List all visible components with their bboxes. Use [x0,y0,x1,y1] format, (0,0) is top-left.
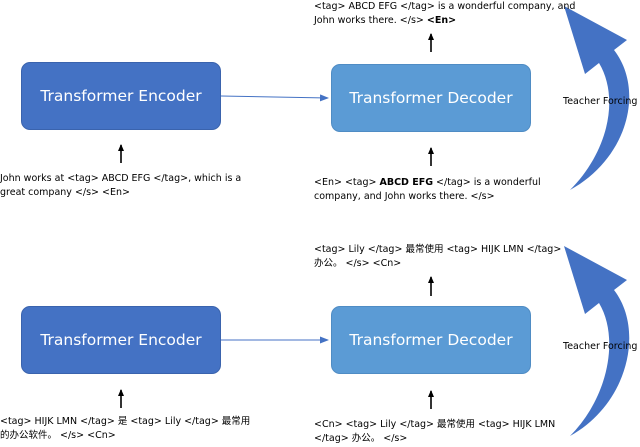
bottom-decoder-input-text: <Cn> <tag> Lily </tag> 最常使用 <tag> HIJK L… [314,418,555,446]
bottom-transformer-decoder-box: Transformer Decoder [331,306,531,374]
bottom-encoder-label: Transformer Encoder [40,331,202,349]
top-output-lang-token: <En> [426,15,457,26]
bottom-output-line1: <tag> Lily </tag> 最常使用 <tag> HIJK LMN </… [314,244,562,255]
top-decoder-output-text: <tag> ABCD EFG </tag> is a wonderful com… [314,0,575,28]
bottom-output-line2: 办公。 </s> <Cn> [314,258,402,269]
top-decoder-label: Transformer Decoder [349,89,513,107]
top-teacher-forcing-label: Teacher Forcing [563,96,638,107]
bottom-input-line2: 的办公软件。 </s> <Cn> [0,430,116,441]
bottom-dec-input-line2: </tag> 办公。 </s> [314,433,408,444]
top-dec-input-line2: company, and John works there. </s> [314,191,495,202]
top-transformer-decoder-box: Transformer Decoder [331,64,531,132]
top-input-line1: John works at <tag> ABCD EFG </tag>, whi… [0,173,242,184]
bottom-decoder-label: Transformer Decoder [349,331,513,349]
bottom-dec-input-line1: <Cn> <tag> Lily </tag> 最常使用 <tag> HIJK L… [314,419,556,430]
top-output-line2: John works there. </s> <En> [314,15,457,26]
top-encoder-label: Transformer Encoder [40,87,202,105]
top-decoder-input-text: <En> <tag> ABCD EFG </tag> is a wonderfu… [314,176,541,204]
top-encoder-input-text: John works at <tag> ABCD EFG </tag>, whi… [0,172,241,200]
bottom-decoder-output-text: <tag> Lily </tag> 最常使用 <tag> HIJK LMN </… [314,243,561,271]
bottom-input-line1: <tag> HIJK LMN </tag> 是 <tag> Lily </tag… [0,416,251,427]
top-encoder-to-decoder-arrow [220,94,329,102]
top-transformer-encoder-box: Transformer Encoder [21,62,221,130]
bottom-transformer-encoder-box: Transformer Encoder [21,306,221,374]
top-output-line1: <tag> ABCD EFG </tag> is a wonderful com… [314,1,576,12]
bottom-teacher-forcing-curved-arrow [564,246,630,436]
top-dec-input-line1: <En> <tag> ABCD EFG </tag> is a wonderfu… [314,177,541,188]
bottom-encoder-input-text: <tag> HIJK LMN </tag> 是 <tag> Lily </tag… [0,415,250,443]
bottom-teacher-forcing-label: Teacher Forcing [563,341,638,352]
top-input-line2: great company </s> <En> [0,187,130,198]
top-teacher-forcing-curved-arrow [564,6,630,190]
